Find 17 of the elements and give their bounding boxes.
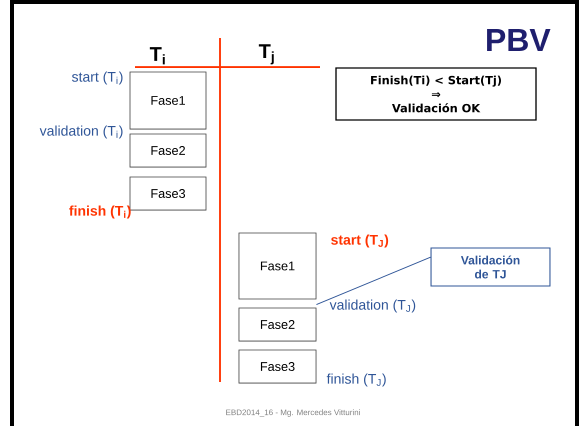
- phase-box: Fase3: [130, 176, 206, 210]
- phase-box: Fase3: [238, 350, 316, 384]
- event-label: validation (T$_{J}$): [330, 299, 416, 313]
- title: PBV: [487, 29, 550, 52]
- event-label: finish (T$_{i}$): [69, 205, 131, 219]
- event-label: finish (T$_{J}$): [326, 373, 386, 387]
- event-label: start (T$_{J}$): [331, 234, 388, 248]
- phase-box: Fase2: [130, 134, 206, 168]
- column-heading: T$_{j}$: [258, 44, 274, 64]
- event-label: validation (T$_{i}$): [40, 125, 123, 139]
- condition-box: Finish(Ti) < Start(Tj) ⇒ Validación OK: [335, 67, 537, 121]
- phase-box: Fase1: [130, 72, 206, 130]
- footer-text: EBD2014_16 - Mg. Mercedes Vitturini: [226, 409, 360, 417]
- callout-box: Validación de TJ: [430, 247, 550, 287]
- phase-box: Fase1: [238, 232, 316, 300]
- phase-box: Fase2: [238, 308, 316, 342]
- leader-line: [316, 256, 431, 306]
